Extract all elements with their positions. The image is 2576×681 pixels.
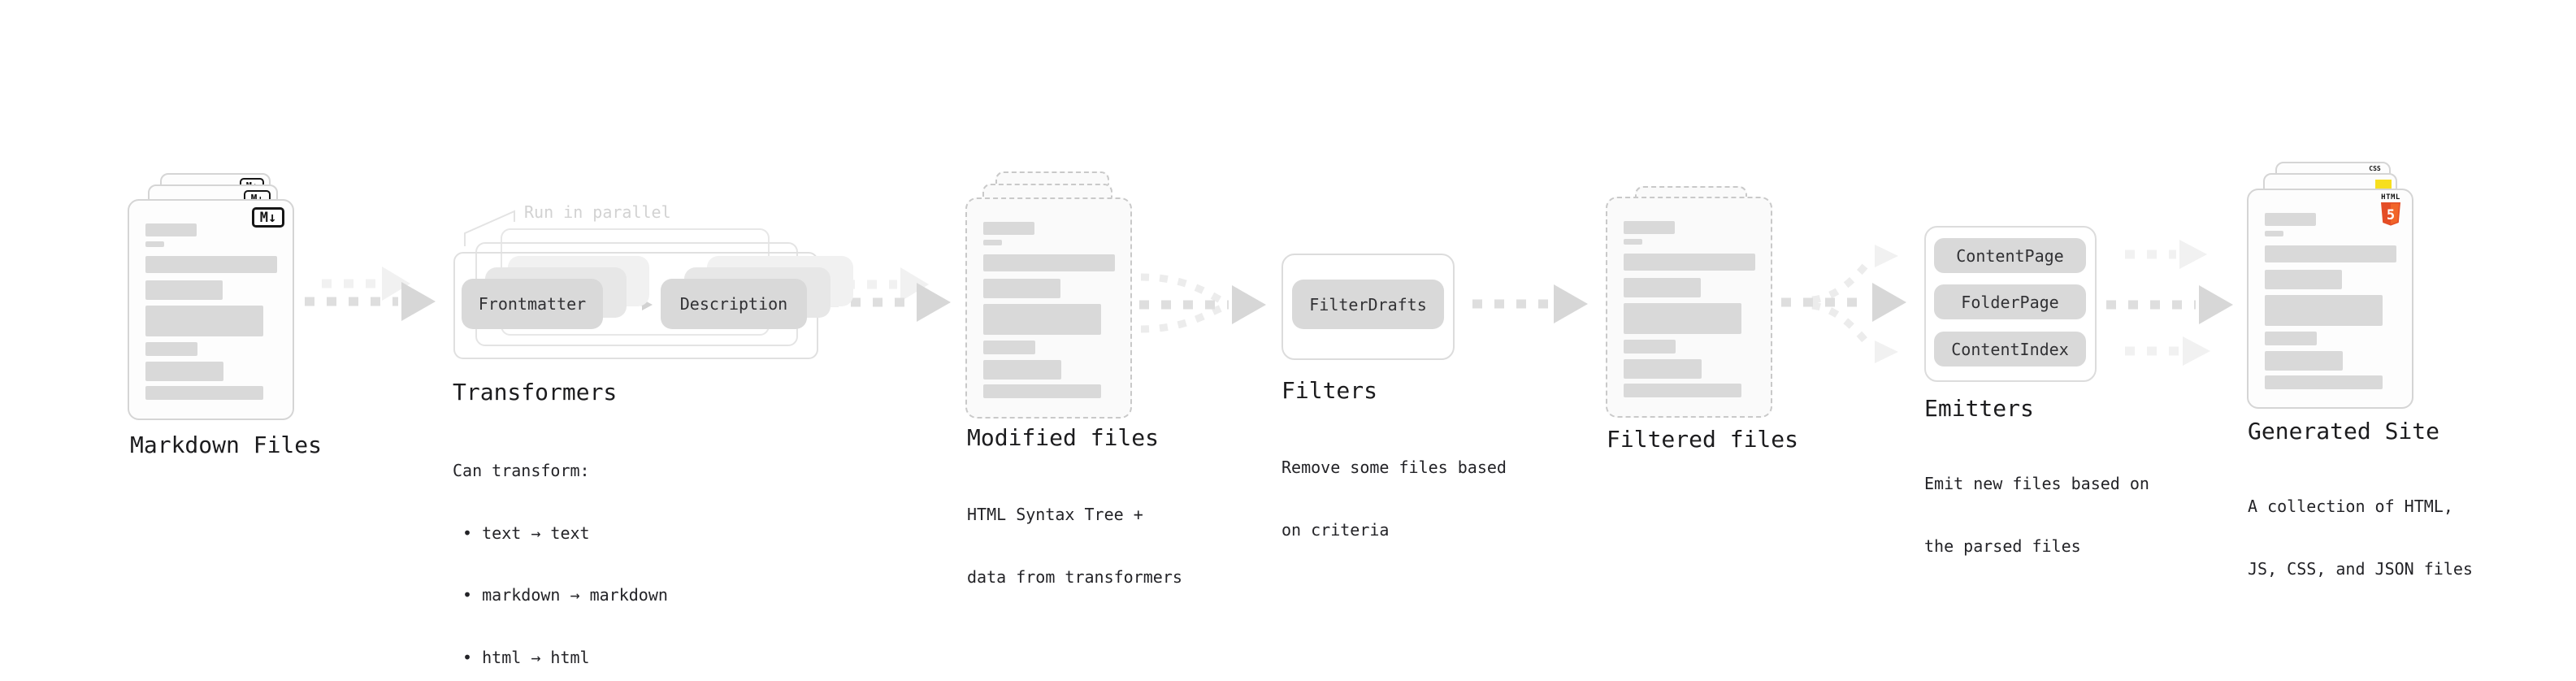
document-placeholder-lines <box>983 222 1115 398</box>
arrow-markdown-to-transformers <box>305 267 436 321</box>
markdown-icon-label: M↓ <box>259 209 277 226</box>
placeholder-line <box>145 306 263 336</box>
modified-files-description: HTML Syntax Tree + data from transformer… <box>967 463 1182 629</box>
folderpage-pill: FolderPage <box>1934 284 2086 319</box>
modified-files-title: Modified files <box>967 424 1160 451</box>
description-pill: Description <box>661 279 807 329</box>
generated-site-title: Generated Site <box>2248 418 2440 445</box>
placeholder-line <box>145 256 277 273</box>
arrow-modified-to-filters <box>1139 273 1266 333</box>
placeholder-line <box>983 240 1002 245</box>
placeholder-line <box>145 223 197 236</box>
placeholder-line <box>145 386 263 400</box>
placeholder-line <box>1624 278 1701 297</box>
modified-files-desc-line: HTML Syntax Tree + <box>967 505 1143 524</box>
placeholder-line <box>983 384 1101 398</box>
contentindex-pill: ContentIndex <box>1934 332 2086 367</box>
placeholder-line <box>1624 303 1741 334</box>
placeholder-line <box>2265 245 2396 262</box>
placeholder-line <box>2265 213 2316 226</box>
placeholder-line <box>1624 221 1675 234</box>
arrow-filtered-to-emitters <box>1781 245 1906 363</box>
placeholder-line <box>145 362 223 381</box>
markdown-icon: M↓ <box>252 207 284 228</box>
placeholder-line <box>145 342 197 356</box>
placeholder-line <box>1624 359 1702 379</box>
placeholder-line <box>145 280 223 300</box>
filters-desc-line: Remove some files based <box>1281 458 1507 477</box>
arrow-filters-to-filtered <box>1472 284 1588 323</box>
placeholder-line <box>1624 340 1676 354</box>
frontmatter-pill: Frontmatter <box>462 279 603 329</box>
generated-file-card-front: HTML 5 <box>2247 189 2413 409</box>
transformers-title: Transformers <box>453 379 618 406</box>
document-placeholder-lines <box>2265 213 2396 389</box>
placeholder-line <box>2265 231 2283 236</box>
placeholder-line <box>1624 254 1755 271</box>
html5-shield: 5 <box>2381 202 2400 226</box>
html5-icon: HTML 5 <box>2380 194 2401 227</box>
placeholder-line <box>2265 295 2383 326</box>
markdown-file-card-front: M↓ <box>128 199 294 420</box>
placeholder-line <box>145 241 164 247</box>
transformers-description: Can transform: • text → text • markdown … <box>453 419 668 681</box>
transformers-bullet: • text → text <box>453 523 590 543</box>
javascript-icon <box>2375 180 2392 191</box>
run-in-parallel-annotation: Run in parallel <box>524 202 671 222</box>
placeholder-line <box>983 254 1115 271</box>
svg-text:5: 5 <box>2387 207 2395 223</box>
modified-files-desc-line: data from transformers <box>967 566 1182 587</box>
placeholder-line <box>983 340 1035 354</box>
emitters-desc-line: the parsed files <box>1924 536 2081 556</box>
placeholder-line <box>2265 270 2342 289</box>
css-icon-label: CSS <box>2369 165 2381 172</box>
filtered-files-title: Filtered files <box>1607 426 1799 453</box>
transformers-note: Can transform: <box>453 461 590 480</box>
placeholder-line <box>983 304 1101 335</box>
filters-desc-line: on criteria <box>1281 519 1390 540</box>
transformers-bullet: • html → html <box>453 647 590 667</box>
placeholder-line <box>2265 351 2343 371</box>
filterdrafts-pill: FilterDrafts <box>1292 280 1444 329</box>
document-placeholder-lines <box>145 223 277 400</box>
document-placeholder-lines <box>1624 221 1755 397</box>
filtered-file-card-front <box>1606 197 1772 418</box>
transformers-bullet: • markdown → markdown <box>453 585 668 605</box>
html5-icon-label: HTML <box>2381 193 2400 202</box>
generated-site-description: A collection of HTML, JS, CSS, and JSON … <box>2248 455 2473 621</box>
modified-file-card-front <box>965 197 1132 419</box>
emitters-description: Emit new files based on the parsed files <box>1924 432 2149 598</box>
filters-description: Remove some files based on criteria <box>1281 416 1507 582</box>
placeholder-line <box>2265 332 2317 345</box>
placeholder-line <box>983 360 1061 380</box>
contentpage-pill: ContentPage <box>1934 238 2086 273</box>
filters-title: Filters <box>1281 377 1378 404</box>
emitters-desc-line: Emit new files based on <box>1924 474 2149 493</box>
placeholder-line <box>1624 384 1741 397</box>
arrow-emitters-to-generated <box>2106 240 2233 366</box>
placeholder-line <box>983 279 1060 298</box>
generated-site-desc-line: A collection of HTML, <box>2248 497 2453 516</box>
placeholder-line <box>983 222 1034 235</box>
markdown-files-title: Markdown Files <box>130 432 323 458</box>
placeholder-line <box>2265 375 2383 389</box>
generated-site-desc-line: JS, CSS, and JSON files <box>2248 558 2473 579</box>
emitters-title: Emitters <box>1924 395 2034 422</box>
placeholder-line <box>1624 239 1642 245</box>
